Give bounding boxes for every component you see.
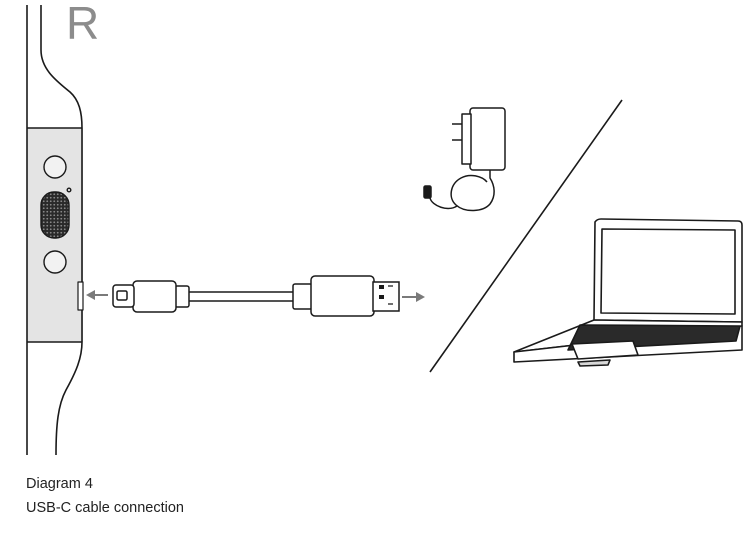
divider-line	[429, 99, 623, 373]
side-letter: R	[66, 0, 99, 49]
right-arrow-icon	[402, 292, 425, 302]
laptop-icon	[513, 218, 743, 367]
wall-charger-icon	[423, 107, 506, 212]
left-arrow-icon	[86, 290, 108, 300]
usb-a-plug-icon	[310, 275, 400, 317]
caption-subtitle: USB-C cable connection	[26, 500, 184, 516]
usb-c-cable-icon	[112, 280, 313, 313]
caption-title: Diagram 4	[26, 476, 93, 492]
power-button-icon	[43, 155, 72, 274]
volume-rocker-icon	[40, 191, 70, 239]
cable-line	[187, 291, 295, 302]
